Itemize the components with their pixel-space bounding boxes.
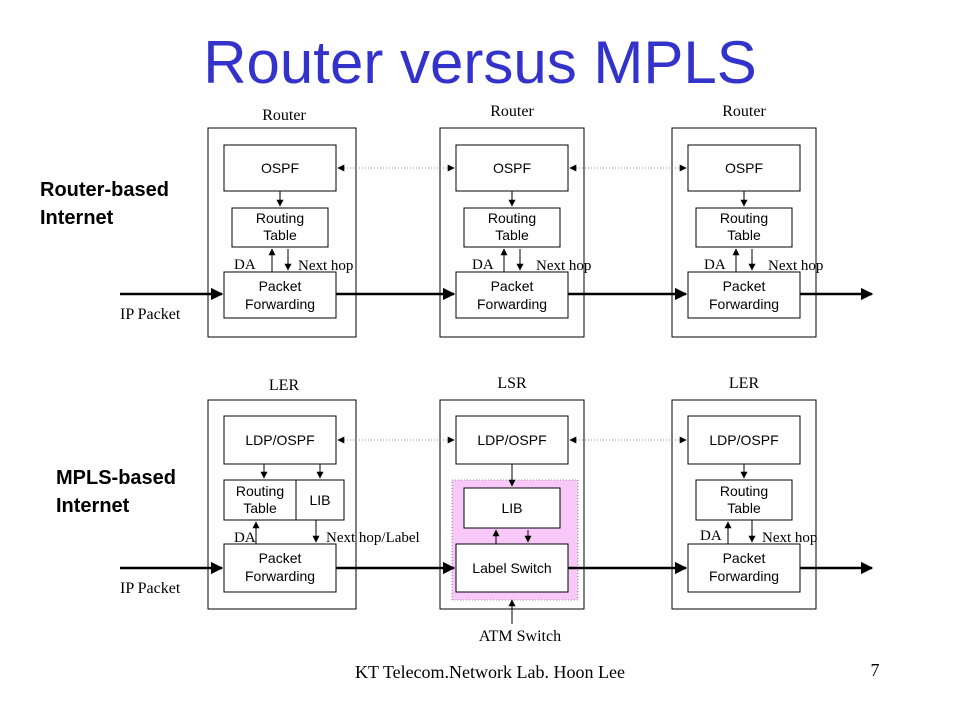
ler-ingress-table-1: Routing <box>236 483 284 499</box>
lsr-ldp: LDP/OSPF <box>477 432 546 448</box>
router-1-name: Router <box>262 107 306 124</box>
ler-ingress-fwd-2: Forwarding <box>245 568 315 584</box>
ler-ingress-lib: LIB <box>309 492 330 508</box>
router-2-fwd-2: Forwarding <box>477 296 547 312</box>
footer-credit: KT Telecom.Network Lab. Hoon Lee <box>355 662 625 682</box>
ler-egress-table-2: Table <box>727 500 761 516</box>
ler-ingress-fwd-1: Packet <box>259 550 302 566</box>
ler-ingress-ldp: LDP/OSPF <box>245 432 314 448</box>
router-1-fwd-1: Packet <box>259 278 302 294</box>
router-node-2: Router OSPF Routing Table Packet Forward… <box>439 103 591 338</box>
router-3-fwd-1: Packet <box>723 278 766 294</box>
router-1-fwd-2: Forwarding <box>245 296 315 312</box>
router-2-ospf: OSPF <box>493 160 531 176</box>
router-section-label-2: Internet <box>40 207 114 229</box>
ler-egress-fwd-1: Packet <box>723 550 766 566</box>
lsr-label-switch: Label Switch <box>472 560 551 576</box>
router-2-fwd-1: Packet <box>491 278 534 294</box>
mpls-ip-packet-label: IP Packet <box>120 580 181 597</box>
slide-title: Router versus MPLS <box>203 29 757 96</box>
router-3-next-hop: Next hop <box>768 258 823 274</box>
ler-ingress-name: LER <box>269 377 300 394</box>
ler-ingress-table-2: Table <box>243 500 277 516</box>
router-3-fwd-2: Forwarding <box>709 296 779 312</box>
router-3-ospf: OSPF <box>725 160 763 176</box>
router-node-1: Router OSPF Routing Table Packet Forward… <box>207 107 357 338</box>
router-3-table-1: Routing <box>720 210 768 226</box>
ler-egress-table-1: Routing <box>720 483 768 499</box>
ler-egress-next-hop: Next hop <box>762 530 817 546</box>
router-2-table-1: Routing <box>488 210 536 226</box>
lsr-node: LSR LDP/OSPF LIB Label Switch ATM Switch <box>439 375 585 645</box>
router-3-da: DA <box>704 257 726 273</box>
router-1-ospf: OSPF <box>261 160 299 176</box>
ler-ingress-node: LER LDP/OSPF Routing Table LIB Packet Fo… <box>207 377 420 610</box>
router-2-da: DA <box>472 257 494 273</box>
router-1-da: DA <box>234 257 256 273</box>
atm-switch-label: ATM Switch <box>479 628 561 645</box>
router-node-3: Router OSPF Routing Table Packet Forward… <box>671 103 823 338</box>
ler-egress-da: DA <box>700 528 722 544</box>
router-3-table-2: Table <box>727 227 761 243</box>
router-section-label-1: Router-based <box>40 179 169 201</box>
router-2-next-hop: Next hop <box>536 258 591 274</box>
lsr-lib: LIB <box>501 500 522 516</box>
ler-egress-node: LER LDP/OSPF Routing Table Packet Forwar… <box>671 375 817 610</box>
mpls-section-label-2: Internet <box>56 495 130 517</box>
ler-ingress-da: DA <box>234 530 256 546</box>
ler-egress-ldp: LDP/OSPF <box>709 432 778 448</box>
router-2-name: Router <box>490 103 534 120</box>
router-1-table-2: Table <box>263 227 297 243</box>
page-number: 7 <box>870 660 880 680</box>
router-1-next-hop: Next hop <box>298 258 353 274</box>
ler-egress-fwd-2: Forwarding <box>709 568 779 584</box>
ler-egress-name: LER <box>729 375 760 392</box>
ler-ingress-next-hop-label: Next hop/Label <box>326 530 420 546</box>
router-1-table-1: Routing <box>256 210 304 226</box>
mpls-section-label-1: MPLS-based <box>56 467 176 489</box>
router-3-name: Router <box>722 103 766 120</box>
router-ip-packet-label: IP Packet <box>120 306 181 323</box>
lsr-name: LSR <box>497 375 527 392</box>
router-2-table-2: Table <box>495 227 529 243</box>
